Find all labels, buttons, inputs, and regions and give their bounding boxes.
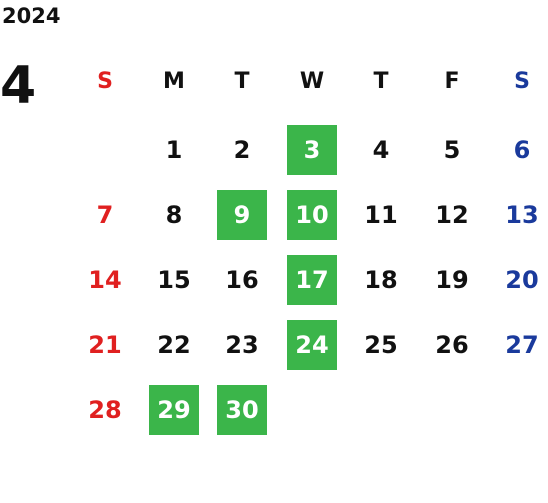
day-cell-1[interactable]: 1 <box>165 136 183 164</box>
day-cell-3[interactable]: 3 <box>287 125 337 175</box>
day-cell-5[interactable]: 5 <box>443 136 461 164</box>
day-cell-14[interactable]: 14 <box>88 266 122 294</box>
day-cell-25[interactable]: 25 <box>364 331 398 359</box>
day-cell-6[interactable]: 6 <box>513 136 531 164</box>
day-cell-2[interactable]: 2 <box>233 136 251 164</box>
day-cell-9[interactable]: 9 <box>217 190 267 240</box>
day-cell-26[interactable]: 26 <box>435 331 469 359</box>
day-cell-12[interactable]: 12 <box>435 201 469 229</box>
day-cell-30[interactable]: 30 <box>217 385 267 435</box>
weekday-header: F <box>444 68 460 94</box>
day-cell-13[interactable]: 13 <box>505 201 539 229</box>
day-cell-8[interactable]: 8 <box>165 201 183 229</box>
day-cell-23[interactable]: 23 <box>225 331 259 359</box>
day-cell-16[interactable]: 16 <box>225 266 259 294</box>
year-label: 2024 <box>2 4 61 28</box>
weekday-header: W <box>299 68 325 94</box>
day-cell-19[interactable]: 19 <box>435 266 469 294</box>
day-cell-28[interactable]: 28 <box>88 396 122 424</box>
weekday-header: S <box>514 68 530 94</box>
month-label: 4 <box>0 56 37 116</box>
day-cell-27[interactable]: 27 <box>505 331 539 359</box>
day-cell-4[interactable]: 4 <box>372 136 390 164</box>
day-cell-7[interactable]: 7 <box>96 201 114 229</box>
day-cell-21[interactable]: 21 <box>88 331 122 359</box>
weekday-header: T <box>373 68 389 94</box>
day-cell-22[interactable]: 22 <box>157 331 191 359</box>
day-cell-17[interactable]: 17 <box>287 255 337 305</box>
day-cell-20[interactable]: 20 <box>505 266 539 294</box>
day-cell-11[interactable]: 11 <box>364 201 398 229</box>
day-cell-29[interactable]: 29 <box>149 385 199 435</box>
day-cell-10[interactable]: 10 <box>287 190 337 240</box>
day-cell-15[interactable]: 15 <box>157 266 191 294</box>
weekday-header: M <box>163 68 185 94</box>
weekday-header: T <box>234 68 250 94</box>
day-cell-18[interactable]: 18 <box>364 266 398 294</box>
weekday-header: S <box>97 68 113 94</box>
day-cell-24[interactable]: 24 <box>287 320 337 370</box>
